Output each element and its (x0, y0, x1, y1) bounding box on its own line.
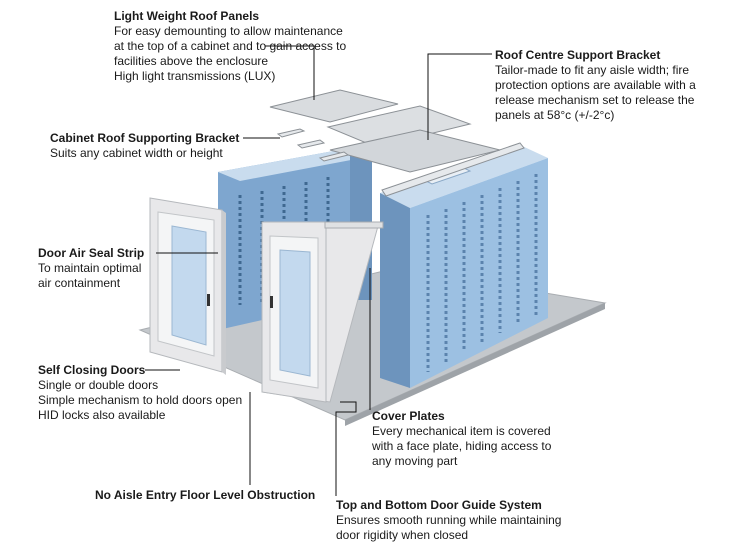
callout-line: High light transmissions (LUX) (114, 69, 276, 83)
centre-support-bracket-mounted (381, 142, 525, 197)
callout-title: Light Weight Roof Panels (114, 9, 260, 23)
cabinet-roof-bracket-3 (318, 151, 350, 162)
callout-cabinet-bracket: Cabinet Roof Supporting Bracket Suits an… (50, 131, 239, 161)
callout-closing-doors: Self Closing Doors Single or double door… (38, 363, 242, 423)
callout-line: air containment (38, 276, 121, 290)
callout-line: Ensures smooth running while maintaining (336, 513, 562, 527)
leader-roof-panels (265, 45, 315, 100)
callout-line: protection options are available with a (495, 78, 696, 92)
right-door (261, 221, 384, 403)
roof-panel-mid (329, 129, 501, 173)
callout-line: facilities above the enclosure (114, 54, 269, 68)
callout-roof-panels: Light Weight Roof Panels For easy demoun… (114, 9, 346, 84)
callout-title: Top and Bottom Door Guide System (336, 498, 542, 512)
callout-line: For easy demounting to allow maintenance (114, 24, 343, 38)
callout-line: Single or double doors (38, 378, 159, 392)
callout-line: with a face plate, hiding access to (372, 439, 552, 453)
callout-line: Suits any cabinet width or height (50, 146, 223, 160)
cabinet-roof-bracket-2 (296, 139, 326, 149)
callout-title: Cover Plates (372, 409, 445, 423)
leader-centre-bracket (427, 53, 492, 140)
cabinet-roof-bracket-1 (276, 128, 306, 138)
roof-panel-upper (269, 89, 399, 123)
left-door (149, 197, 226, 375)
callout-title: Door Air Seal Strip (38, 246, 145, 260)
leader-guide-system (335, 401, 357, 496)
callout-title: No Aisle Entry Floor Level Obstruction (95, 488, 316, 502)
callout-guide-system: Top and Bottom Door Guide System Ensures… (336, 498, 561, 543)
callout-line: door rigidity when closed (336, 528, 469, 542)
callout-line: Tailor-made to fit any aisle width; fire (495, 63, 690, 77)
callout-title: Cabinet Roof Supporting Bracket (50, 131, 240, 145)
roof-panel-lower (326, 105, 472, 148)
callout-line: panels at 58°c (+/-2°c) (495, 108, 615, 122)
callout-line: any moving part (372, 454, 458, 468)
callout-floor: No Aisle Entry Floor Level Obstruction (95, 488, 315, 503)
right-cabinet-row (380, 145, 548, 388)
callout-line: To maintain optimal (38, 261, 142, 275)
callout-title: Roof Centre Support Bracket (495, 48, 661, 62)
callout-cover-plates: Cover Plates Every mechanical item is co… (372, 409, 551, 469)
callout-door-seal: Door Air Seal Strip To maintain optimal … (38, 246, 144, 291)
callout-line: at the top of a cabinet and to gain acce… (114, 39, 347, 53)
callout-title: Self Closing Doors (38, 363, 146, 377)
callout-line: release mechanism set to release the (495, 93, 695, 107)
callout-line: Every mechanical item is covered (372, 424, 551, 438)
leader-lines (145, 45, 492, 496)
callout-centre-bracket: Roof Centre Support Bracket Tailor-made … (495, 48, 696, 123)
callout-line: HID locks also available (38, 408, 166, 422)
floor-slab-edge (345, 303, 605, 426)
callout-line: Simple mechanism to hold doors open (38, 393, 243, 407)
